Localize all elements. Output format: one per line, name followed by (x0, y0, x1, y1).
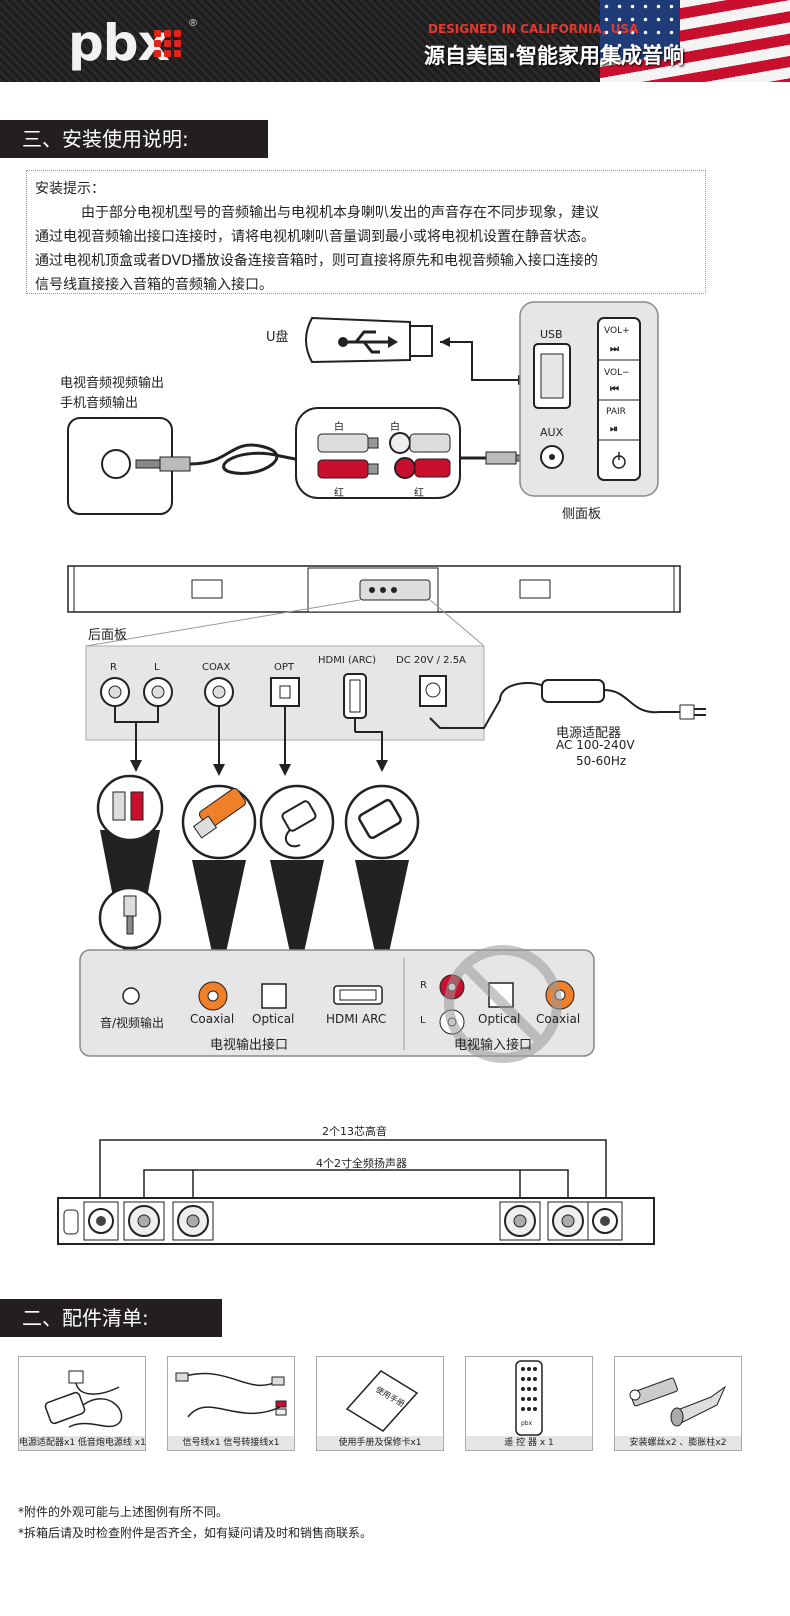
usb-stick-icon (305, 316, 433, 364)
designed-tagline: DESIGNED IN CALIFORNIA, USA (428, 22, 639, 36)
coaxial-cable-icon (181, 784, 257, 985)
panel-usb-label: USB (540, 328, 563, 341)
pair-button: PAIR (606, 407, 626, 417)
footnote: *附件的外观可能与上述图例有所不同。 (18, 1505, 229, 1519)
accessory-caption: 信号线x1 信号转接线x1 (168, 1436, 294, 1450)
svg-text:⏯: ⏯ (610, 424, 618, 435)
source-label: 电视音频视频输出 (60, 376, 165, 391)
port-opt-label: OPT (274, 662, 295, 673)
tip-line: 通过电视机顶盒或者DVD播放设备连接音箱时，则可直接将原先和电视音频输入接口连接… (35, 253, 598, 269)
port-r-label: R (110, 662, 117, 673)
usb-drive-label: U盘 (266, 330, 289, 345)
port-dc-label: DC 20V / 2.5A (396, 655, 466, 666)
coaxial-in-label: Coaxial (536, 1012, 581, 1026)
rear-panel-label: 后面板 (88, 628, 128, 643)
optical-in-label: Optical (478, 1012, 521, 1026)
svg-text:⏮: ⏮ (610, 384, 619, 395)
section-accessories-title: 二、配件清单: (0, 1299, 222, 1337)
svg-text:⏭: ⏭ (610, 344, 619, 355)
remote-logo: pbx (521, 1420, 533, 1427)
logo-dots-icon (154, 30, 184, 60)
hdmi-arc-out-label: HDMI ARC (326, 1012, 387, 1026)
accessory-caption: 遥 控 器 x 1 (466, 1436, 592, 1450)
tv-output-caption: 电视输出接口 (210, 1038, 289, 1053)
side-panel-caption: 侧面板 (562, 507, 602, 522)
tip-line: 信号线直接接入音箱的音频输入接口。 (35, 277, 273, 293)
section-install-title: 三、安装使用说明: (0, 120, 268, 158)
manual-icon: 使用手册 (345, 1370, 419, 1432)
accessory-item: 使用手册 使用手册及保修卡x1 (316, 1356, 444, 1451)
accessory-item: pbx 遥 控 器 x 1 (465, 1356, 593, 1451)
accessory-caption: 安装螺丝x2 、膨胀柱x2 (615, 1436, 741, 1450)
input-r-label: R (420, 980, 427, 991)
vol-down-button: VOL− (604, 368, 630, 378)
red-label: 红 (414, 488, 424, 499)
av-out-label: 音/视频输出 (100, 1016, 165, 1030)
accessory-item: 电源适配器x1 低音炮电源线 x1 (18, 1356, 146, 1451)
signal-cable-icon (175, 1372, 287, 1418)
vol-up-button: VOL+ (604, 326, 630, 336)
us-flag-icon (600, 0, 790, 82)
speaker-layout (57, 1139, 655, 1245)
accessory-caption: 电源适配器x1 低音炮电源线 x1 (19, 1436, 145, 1450)
remote-control-icon: pbx (515, 1360, 543, 1436)
white-label: 白 (390, 422, 400, 433)
tip-line: 由于部分电视机型号的音频输出与电视机本身喇叭发出的声音存在不同步现象，建议 (81, 205, 599, 221)
source-label: 手机音频输出 (60, 396, 139, 411)
white-label: 白 (334, 422, 344, 433)
optical-out-label: Optical (252, 1012, 295, 1026)
header-banner: pbx ® DESIGNED IN CALIFORNIA, USA 源自美国·智… (0, 0, 790, 82)
tv-input-caption: 电视输入接口 (454, 1038, 533, 1053)
woofer-label: 4个2寸全频扬声器 (316, 1157, 407, 1170)
power-adapter-icon (44, 1370, 123, 1428)
adapter-voltage: AC 100-240V (556, 738, 635, 752)
footnote: *拆箱后请及时检查附件是否齐全，如有疑问请及时和销售商联系。 (18, 1526, 373, 1540)
input-l-label: L (420, 1015, 426, 1026)
accessory-item: 信号线x1 信号转接线x1 (167, 1356, 295, 1451)
rca-cable-icon (96, 774, 164, 985)
panel-aux-label: AUX (540, 426, 564, 439)
tip-heading: 安装提示： (35, 181, 105, 197)
accessory-item: 安装螺丝x2 、膨胀柱x2 (614, 1356, 742, 1451)
slogan: 源自美国·智能家用集成音响 (424, 44, 684, 68)
power-adapter-icon (541, 679, 605, 703)
coaxial-out-label: Coaxial (190, 1012, 235, 1026)
red-label: 红 (334, 488, 344, 499)
accessory-caption: 使用手册及保修卡x1 (317, 1436, 443, 1450)
prohibited-icon (444, 945, 562, 1063)
install-tips: 安装提示： 由于部分电视机型号的音频输出与电视机本身喇叭发出的声音存在不同步现象… (26, 170, 706, 294)
hdmi-cable-icon (344, 784, 420, 985)
optical-cable-icon (259, 784, 335, 985)
port-l-label: L (154, 662, 160, 673)
rca-red-plug-icon (317, 457, 451, 479)
rca-white-plug-icon (317, 432, 451, 454)
port-hdmi-label: HDMI (ARC) (318, 655, 377, 666)
tweeter-label: 2个13芯高音 (322, 1125, 387, 1138)
adapter-frequency: 50-60Hz (576, 754, 627, 768)
registered-mark: ® (188, 18, 198, 29)
screw-icon (629, 1377, 727, 1427)
adapter-label: 电源适配器 (556, 726, 622, 741)
brand-logo: pbx (68, 14, 170, 72)
port-coax-label: COAX (202, 662, 231, 673)
tip-line: 通过电视音频输出接口连接时，请将电视机喇叭音量调到最小或将电视机设置在静音状态。 (35, 229, 595, 245)
